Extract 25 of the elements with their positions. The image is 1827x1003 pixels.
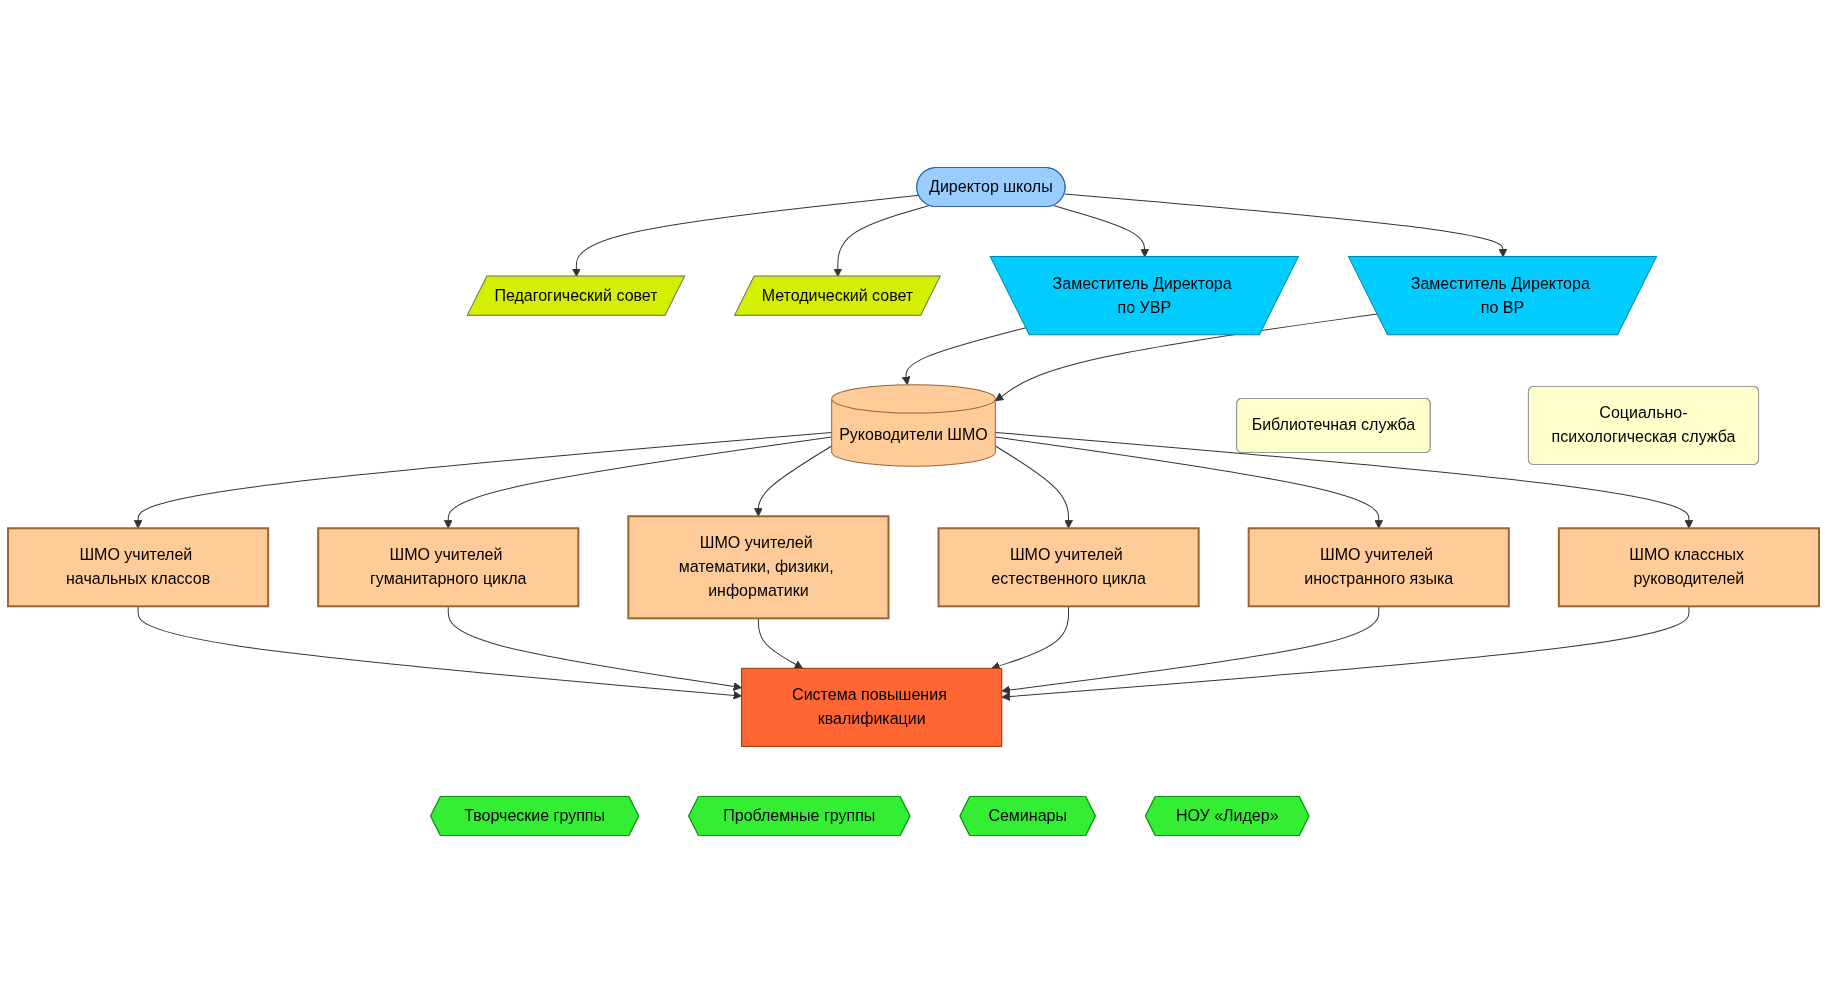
node-box: ШМО учителей иностранного языка — [1247, 527, 1510, 608]
arrow — [757, 617, 804, 669]
arrow — [447, 605, 742, 691]
arrow — [994, 436, 1384, 529]
arrow — [994, 313, 1378, 402]
node-box: Система повышения квалификации — [741, 667, 1003, 747]
arrow — [833, 205, 930, 277]
arrow — [994, 431, 1694, 529]
node-box: ШМО классных руководителей — [1557, 527, 1820, 608]
arrow — [1053, 205, 1150, 258]
arrow — [901, 327, 1027, 386]
arrow — [1064, 193, 1508, 258]
node-box: ШМО учителей естественного цикла — [937, 527, 1200, 608]
node-box: ШМО учителей гуманитарного цикла — [317, 527, 580, 608]
node-box: ШМО учителей математики, физики, информатики — [627, 515, 890, 620]
node-box: ШМО учителей начальных классов — [7, 527, 270, 608]
arrow — [1001, 605, 1380, 695]
arrow — [991, 605, 1070, 671]
arrow — [1001, 605, 1690, 701]
arrow — [994, 445, 1073, 529]
arrow — [137, 605, 742, 700]
arrow — [754, 445, 833, 517]
arrow — [572, 194, 920, 277]
arrow — [133, 431, 833, 529]
arrow — [443, 436, 833, 529]
